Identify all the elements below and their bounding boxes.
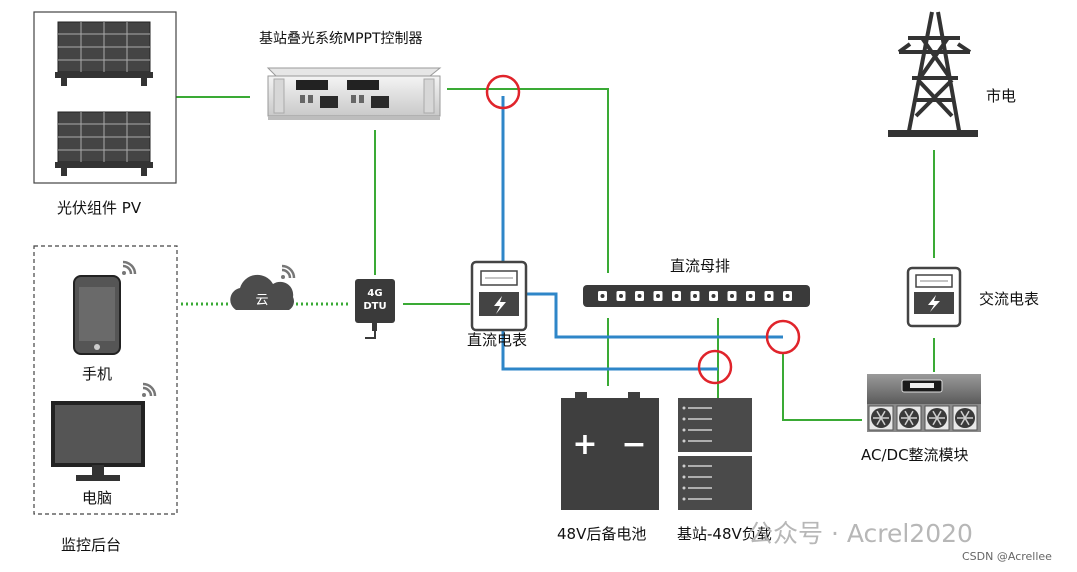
watermark: 公众号 · Acrel2020 — [748, 519, 973, 548]
transmission-tower-icon — [888, 11, 978, 137]
green-connections — [176, 88, 935, 421]
dc-busbar — [583, 285, 810, 307]
cloud-label: 云 — [255, 293, 268, 308]
battery-plus: + — [572, 427, 597, 462]
rectifier-module — [867, 374, 981, 432]
computer-label: 电脑 — [82, 489, 113, 507]
wifi-signal-icon — [122, 260, 137, 275]
blue-connections — [501, 96, 783, 371]
ac-meter-label: 交流电表 — [979, 290, 1040, 308]
dc-meter-label: 直流电表 — [467, 331, 528, 349]
fan-icon — [952, 405, 978, 431]
busbar-terminal-screw — [656, 294, 660, 298]
highlight-circles — [485, 74, 801, 385]
monitor-label: 监控后台 — [61, 536, 122, 554]
busbar-terminal-screw — [767, 294, 771, 298]
smartphone-icon — [73, 275, 121, 355]
csdn-credit: CSDN @Acrellee — [962, 550, 1052, 563]
busbar-terminal-screw — [619, 294, 623, 298]
rectifier-fans — [868, 405, 978, 431]
wifi-signal-icon — [281, 264, 296, 279]
busbar-terminal-screw — [637, 294, 642, 298]
busbar-terminal-screw — [600, 294, 605, 298]
pv-group-frame — [33, 11, 177, 184]
busbar-terminal-screw — [711, 294, 716, 298]
busbar-terminal-screw — [674, 294, 679, 298]
grid-label: 市电 — [986, 87, 1017, 105]
busbar-terminal-screw — [693, 294, 697, 298]
wifi-signal-icon — [142, 382, 157, 397]
busbar-terminal-screw — [748, 294, 753, 298]
monitor-icon — [51, 401, 145, 481]
busbar-label: 直流母排 — [670, 257, 731, 275]
meter-icon — [906, 266, 962, 328]
cloud-icon: 云 — [230, 274, 294, 310]
fan-icon — [924, 405, 950, 431]
fan-icon — [868, 405, 894, 431]
busbar-terminal-screw — [730, 294, 734, 298]
mppt-label: 基站叠光系统MPPT控制器 — [259, 31, 423, 47]
load-equipment — [678, 398, 752, 510]
battery-label: 48V后备电池 — [557, 525, 647, 543]
fan-icon — [896, 405, 922, 431]
solar-panel-icon — [55, 21, 153, 86]
battery-minus: − — [621, 427, 646, 462]
monitor-group-frame — [33, 245, 178, 515]
battery-48v: + − — [561, 392, 659, 510]
pv-label: 光伏组件 PV — [57, 199, 142, 217]
load-label: 基站-48V负载 — [677, 525, 772, 543]
load-slots — [682, 406, 712, 501]
solar-panel-icon — [55, 111, 153, 176]
meter-icon — [470, 260, 528, 332]
busbar-terminal-screw — [785, 294, 790, 298]
busbar-terminals — [598, 291, 792, 301]
phone-label: 手机 — [82, 365, 113, 383]
mppt-controller — [266, 67, 442, 120]
rectifier-label: AC/DC整流模块 — [861, 446, 969, 464]
